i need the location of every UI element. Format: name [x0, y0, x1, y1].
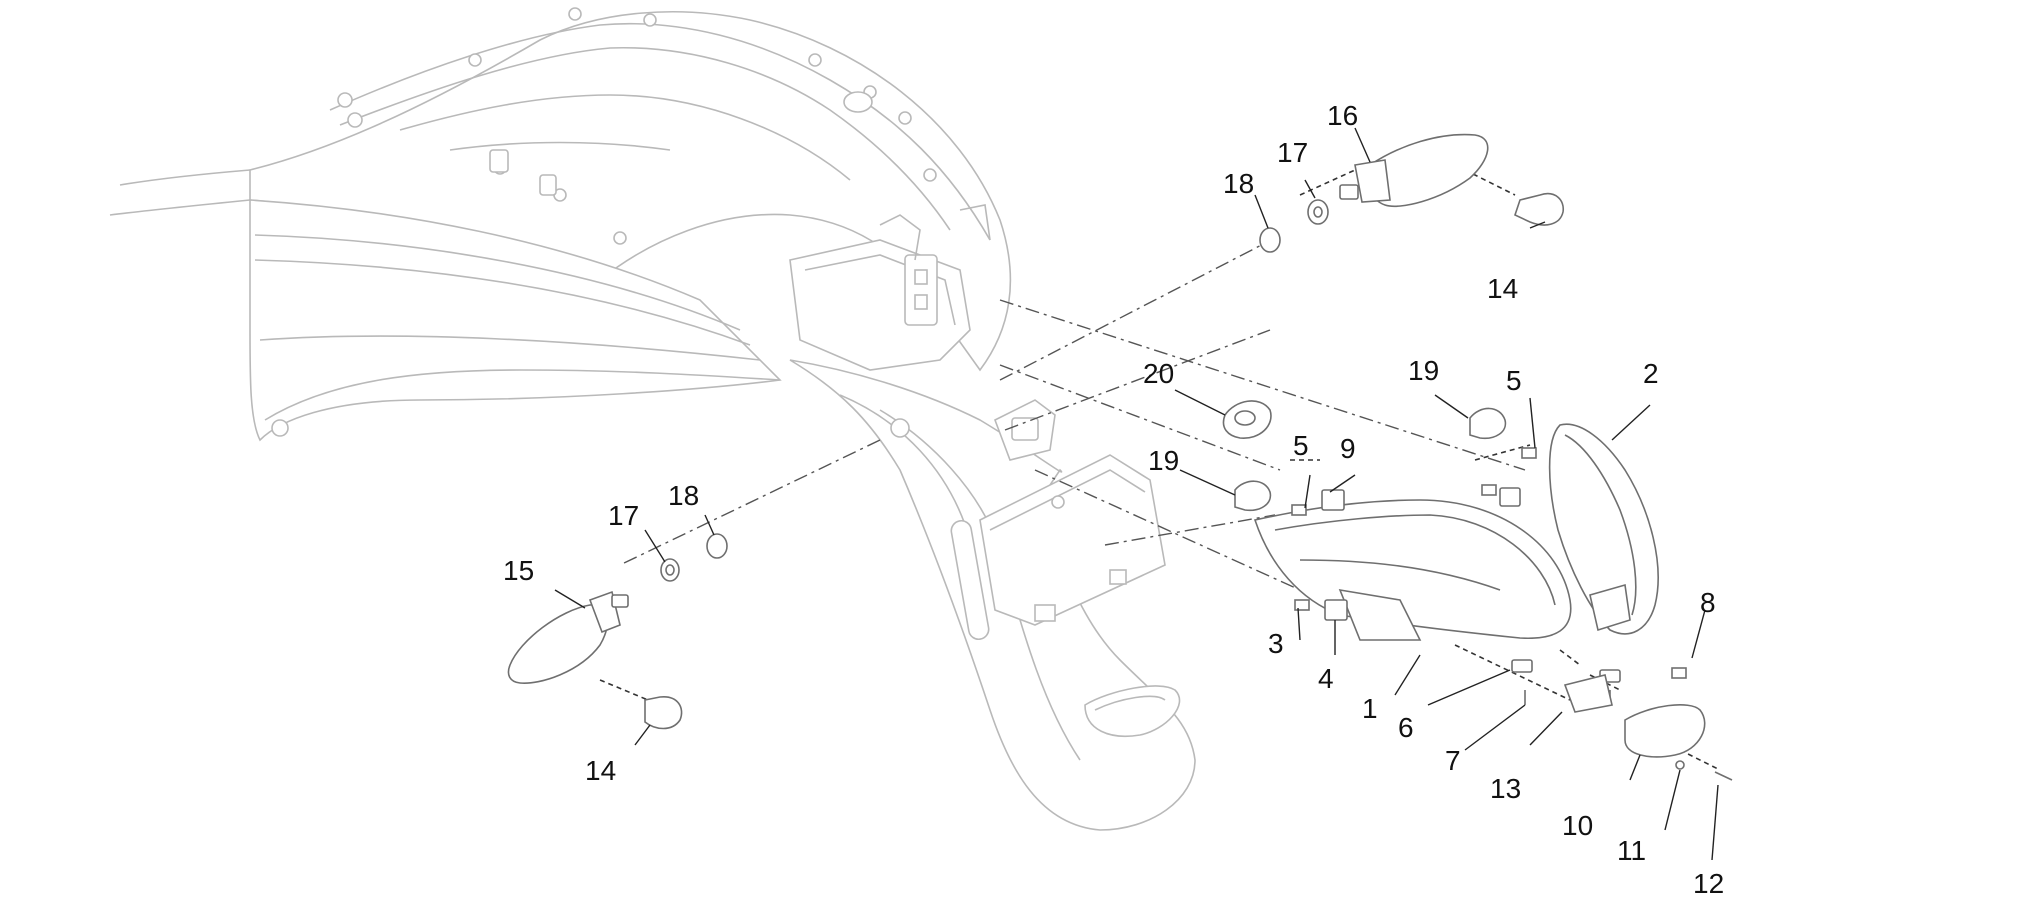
callout-8: 8	[1700, 587, 1716, 618]
callout-4: 4	[1318, 663, 1334, 694]
callout-9: 9	[1340, 433, 1356, 464]
callout-18-upper: 18	[1223, 168, 1254, 199]
assembly-lines	[599, 169, 1721, 771]
callout-11: 11	[1617, 835, 1646, 866]
callout-labels: 1 2 3 4 5 5 6 7 8 9 10 11 12 13 14 14 15…	[503, 100, 1724, 899]
turn-signal-rear-left	[507, 590, 629, 684]
clip	[1222, 400, 1272, 439]
callout-16: 16	[1327, 100, 1358, 131]
rear-body-panel	[109, 7, 1012, 442]
tail-light-housing	[1548, 423, 1659, 635]
tail-light-lens	[1253, 499, 1572, 641]
rear-mudguard	[789, 359, 1196, 831]
leader-lines	[554, 127, 1719, 861]
bulbs	[644, 193, 1565, 730]
callout-2: 2	[1643, 358, 1659, 389]
callout-6: 6	[1398, 712, 1414, 743]
callout-13: 13	[1490, 773, 1521, 804]
callout-19-lower: 19	[1148, 445, 1179, 476]
washers-nuts	[660, 199, 1329, 582]
license-plate-light	[1563, 674, 1706, 758]
callout-18-lower: 18	[668, 480, 699, 511]
callout-3: 3	[1268, 628, 1284, 659]
callout-12: 12	[1693, 868, 1724, 899]
callout-14-right: 14	[1487, 273, 1518, 304]
callout-17-lower: 17	[608, 500, 639, 531]
callout-10: 10	[1562, 810, 1593, 841]
callout-5-upper: 5	[1506, 365, 1522, 396]
callout-7: 7	[1445, 745, 1461, 776]
callout-19-upper: 19	[1408, 355, 1439, 386]
callout-17-upper: 17	[1277, 137, 1308, 168]
fasteners	[1291, 447, 1733, 781]
callout-15: 15	[503, 555, 534, 586]
callout-5-lower: 5	[1293, 430, 1309, 461]
callout-20: 20	[1143, 358, 1174, 389]
callout-14-left: 14	[585, 755, 616, 786]
tail-light-bracket	[789, 204, 991, 371]
turn-signal-rear-right	[1339, 133, 1489, 208]
callout-1: 1	[1362, 693, 1378, 724]
